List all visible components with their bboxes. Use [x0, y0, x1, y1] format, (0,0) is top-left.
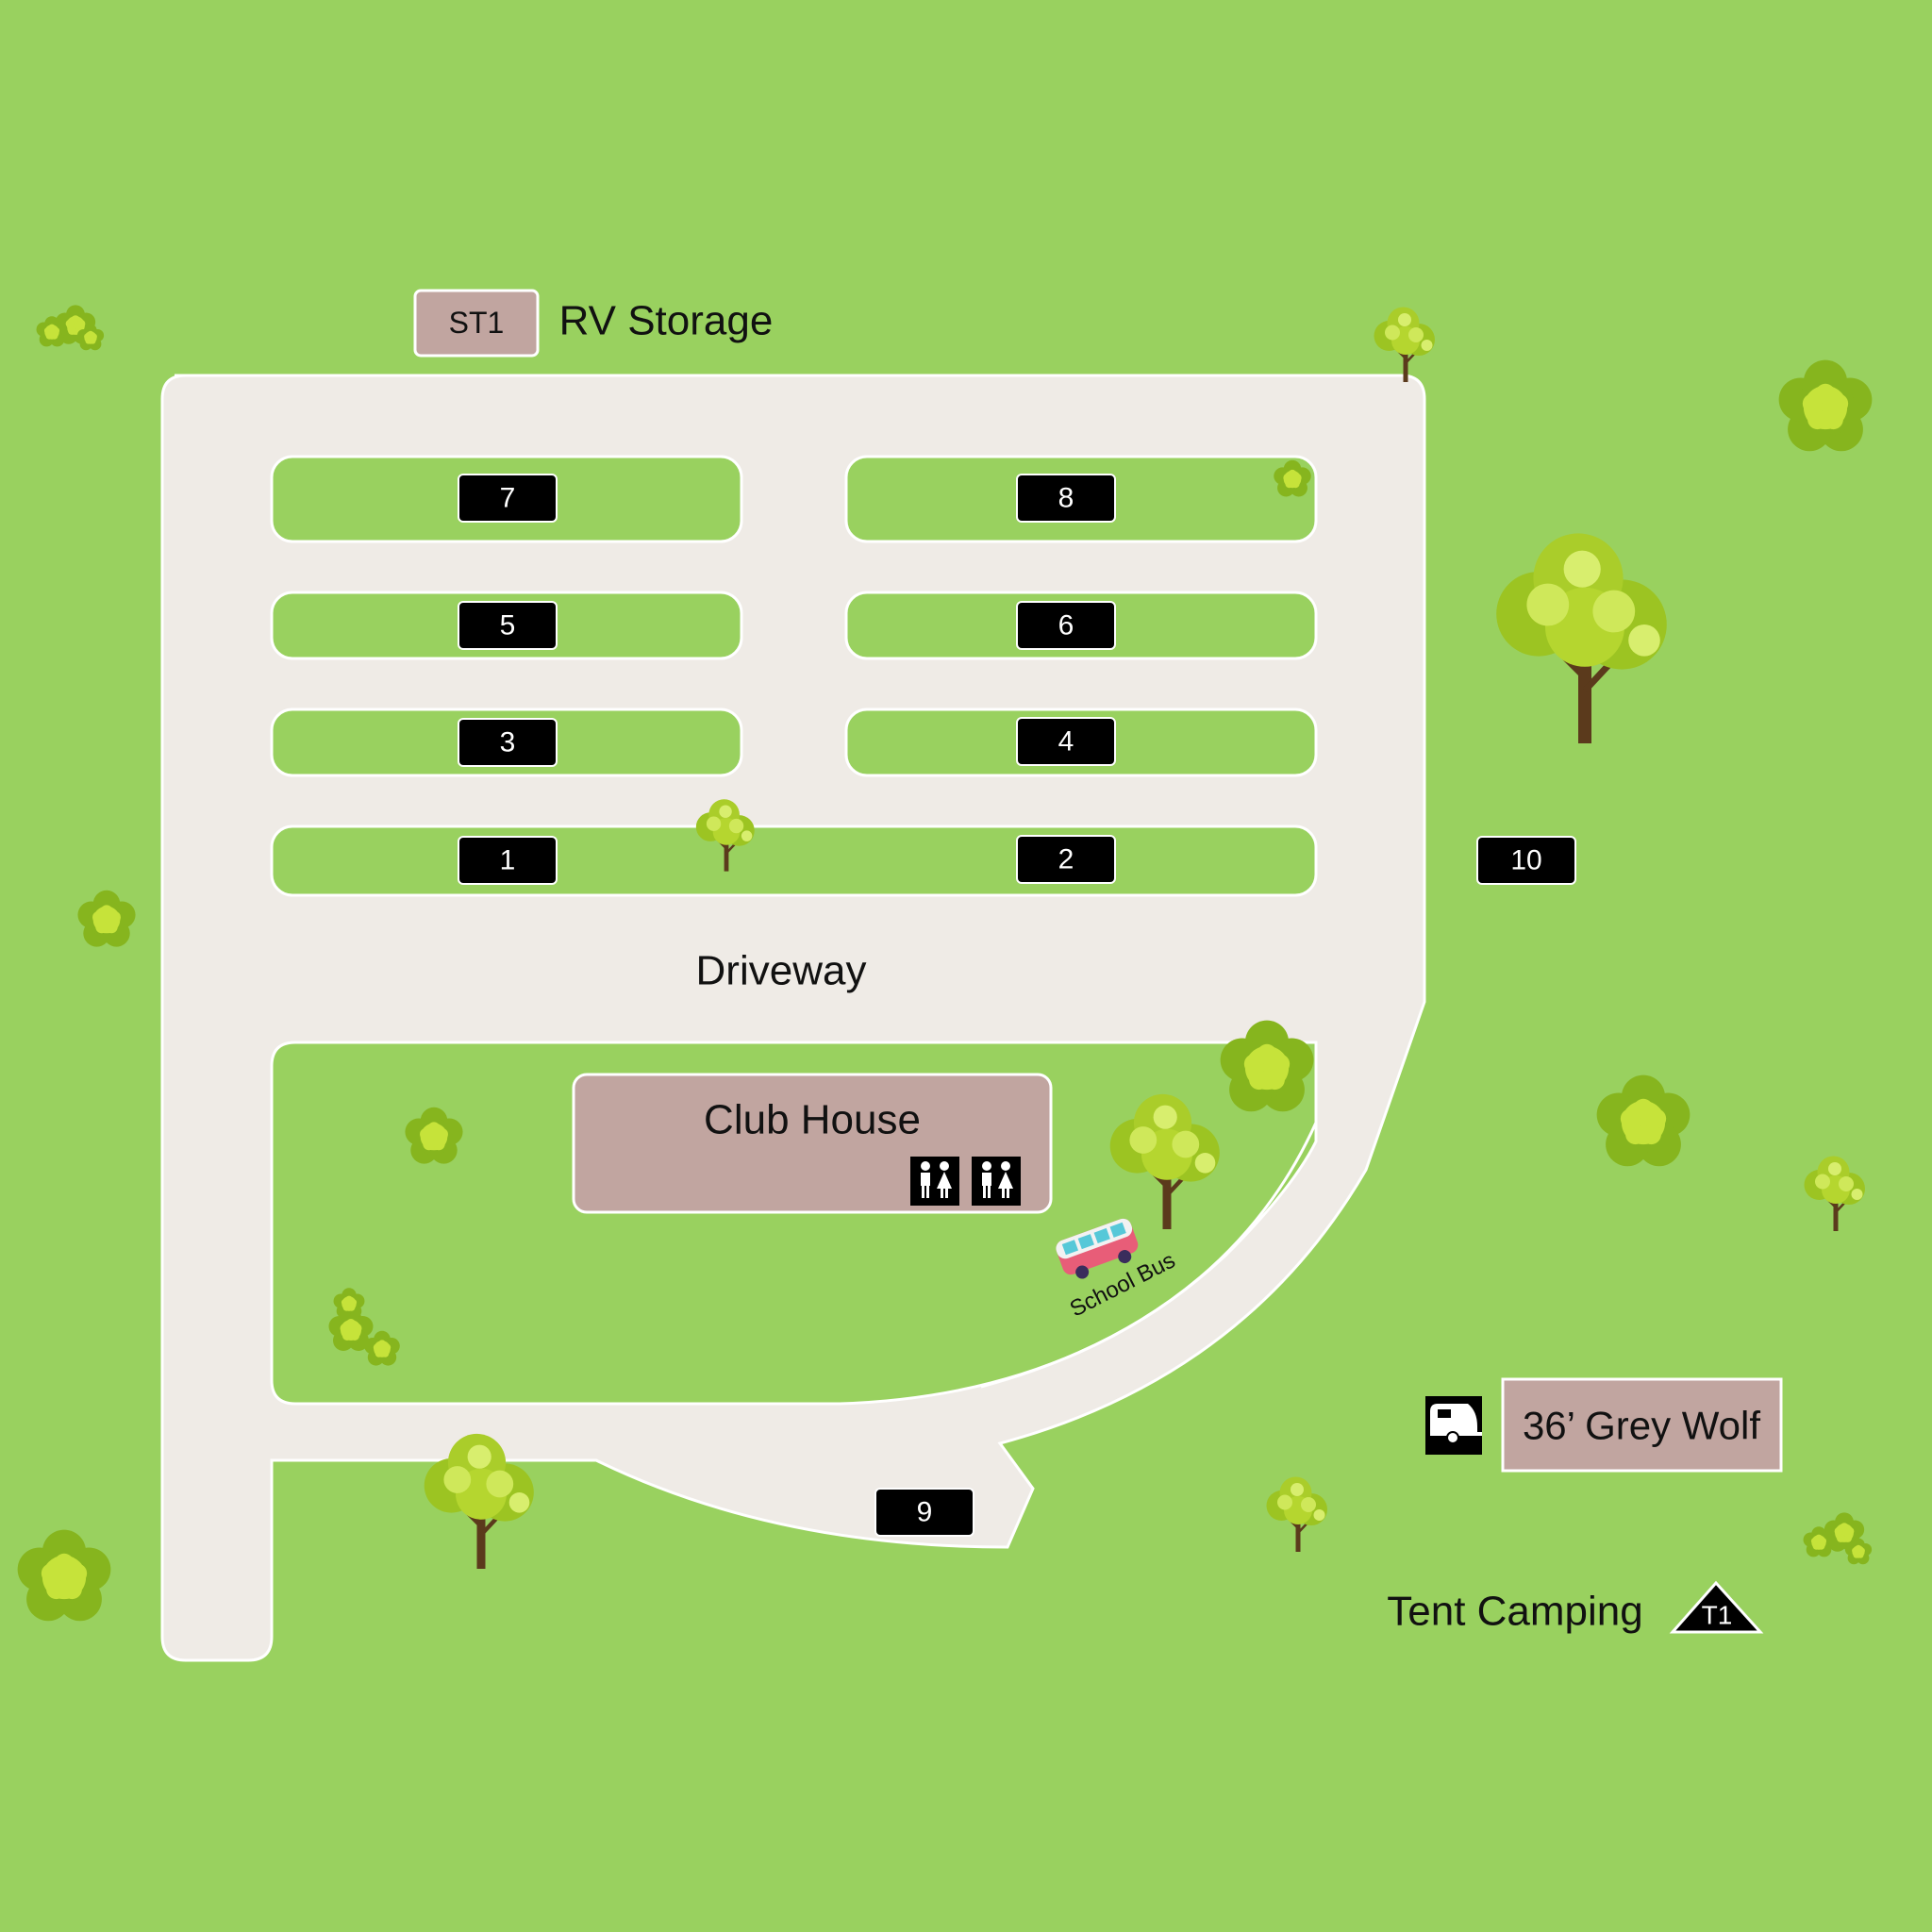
t1-label: T1 — [1702, 1601, 1733, 1630]
bush-icon — [17, 1529, 111, 1622]
rv-storage[interactable]: ST1 RV Storage — [413, 289, 774, 358]
tent-icon — [1669, 1580, 1764, 1634]
rv-trailer-icon — [1425, 1396, 1482, 1455]
club-house-lawn — [270, 1041, 1318, 1406]
tree-icon — [1803, 1155, 1867, 1233]
grey-wolf-box — [1501, 1377, 1783, 1473]
site-badge-8[interactable]: 8 — [1016, 474, 1116, 523]
site-badge-9[interactable]: 9 — [874, 1488, 974, 1537]
site-badge-2[interactable]: 2 — [1016, 835, 1116, 884]
club-house-label: Club House — [704, 1097, 921, 1143]
svg-text:5: 5 — [500, 610, 516, 641]
school-bus-icon — [1056, 1218, 1139, 1279]
site-badge-4[interactable]: 4 — [1016, 717, 1116, 766]
site-badge-10[interactable]: 10 — [1476, 836, 1576, 885]
tent-camping[interactable]: Tent Camping T1 — [1387, 1580, 1764, 1635]
svg-text:10: 10 — [1510, 845, 1541, 876]
grey-wolf-site[interactable]: 36’ Grey Wolf — [1425, 1377, 1783, 1473]
driveway-label: Driveway — [696, 948, 867, 994]
site-badge-7[interactable]: 7 — [458, 474, 558, 523]
site-badge-6[interactable]: 6 — [1016, 601, 1116, 650]
driveway-road — [160, 374, 1426, 1662]
st1-label: ST1 — [449, 306, 505, 340]
bush-icon — [1778, 359, 1873, 452]
svg-text:4: 4 — [1058, 726, 1074, 758]
svg-text:3: 3 — [500, 727, 516, 758]
tree-icon — [1496, 533, 1667, 743]
svg-text:6: 6 — [1058, 610, 1074, 641]
st1-box — [413, 289, 540, 358]
grey-wolf-label: 36’ Grey Wolf — [1523, 1404, 1760, 1448]
svg-text:1: 1 — [500, 845, 516, 876]
tree-icon — [1373, 306, 1437, 384]
svg-text:9: 9 — [917, 1497, 933, 1528]
svg-text:2: 2 — [1058, 844, 1074, 875]
pad-1-2 — [270, 824, 1318, 897]
site-badge-1[interactable]: 1 — [458, 836, 558, 885]
site-badge-3[interactable]: 3 — [458, 718, 558, 767]
rv-storage-label: RV Storage — [559, 298, 774, 344]
tree-icon — [1265, 1475, 1329, 1554]
svg-text:7: 7 — [500, 483, 516, 514]
bush-icon — [77, 890, 136, 947]
club-house[interactable]: Club House — [572, 1073, 1053, 1214]
restroom-icon — [910, 1157, 959, 1206]
tent-camping-label: Tent Camping — [1387, 1589, 1642, 1635]
site-badge-5[interactable]: 5 — [458, 601, 558, 650]
svg-text:8: 8 — [1058, 483, 1074, 514]
restroom-icon — [972, 1157, 1021, 1206]
bush-icon — [1596, 1074, 1690, 1167]
